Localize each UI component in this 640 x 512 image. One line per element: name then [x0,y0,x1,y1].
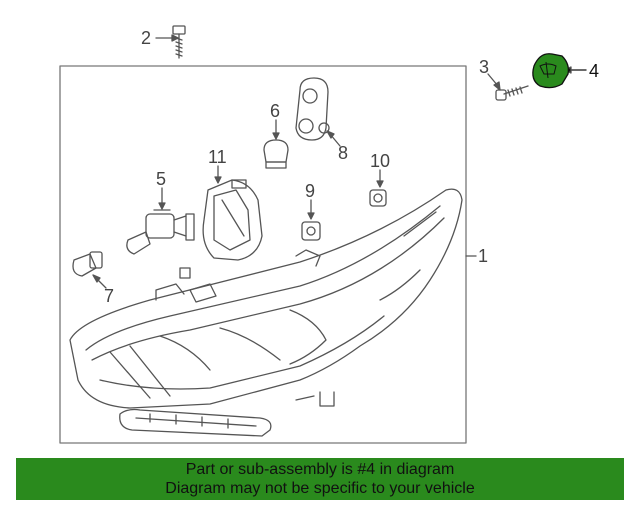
part-7-bulb [72,251,103,277]
callout-5: 5 [156,169,167,189]
leader-arrow-6 [272,132,280,140]
part-6-bulb [263,139,289,169]
callout-2: 2 [141,28,152,48]
part-10-grommet [369,189,387,207]
callout-6: 6 [270,101,281,121]
leader-arrow-5 [158,202,166,210]
leader-arrow-8 [326,130,335,139]
part-4-highlighted [532,53,570,89]
assembly-frame [59,65,467,444]
part-1-headlamp [69,188,463,409]
leader-arrow-10 [376,180,384,188]
banner-line-2: Diagram may not be specific to your vehi… [165,480,475,497]
callout-10: 10 [370,151,391,171]
callout-7: 7 [104,286,115,306]
part-9-grommet [301,221,321,241]
info-banner: Part or sub-assembly is #4 in diagram Di… [16,458,624,500]
callout-11: 11 [208,147,227,167]
banner-line-1: Part or sub-assembly is #4 in diagram [185,461,455,478]
part-2-bolt [172,25,186,59]
callout-1: 1 [478,246,489,266]
part-5-bulb [126,209,195,255]
leader-arrow-2 [171,34,179,42]
leader-arrow-9 [307,212,315,220]
leader-arrow-3 [493,81,501,91]
callout-8: 8 [338,143,349,163]
part-8-socket [295,77,330,141]
part-11-cover [202,179,263,261]
drl-strip [119,408,272,437]
part-3-bolt [495,85,529,101]
callout-9: 9 [305,181,316,201]
callout-4: 4 [589,61,600,81]
leader-arrow-11 [214,176,222,184]
callout-3: 3 [479,57,490,77]
leader-arrow-7 [92,274,101,283]
